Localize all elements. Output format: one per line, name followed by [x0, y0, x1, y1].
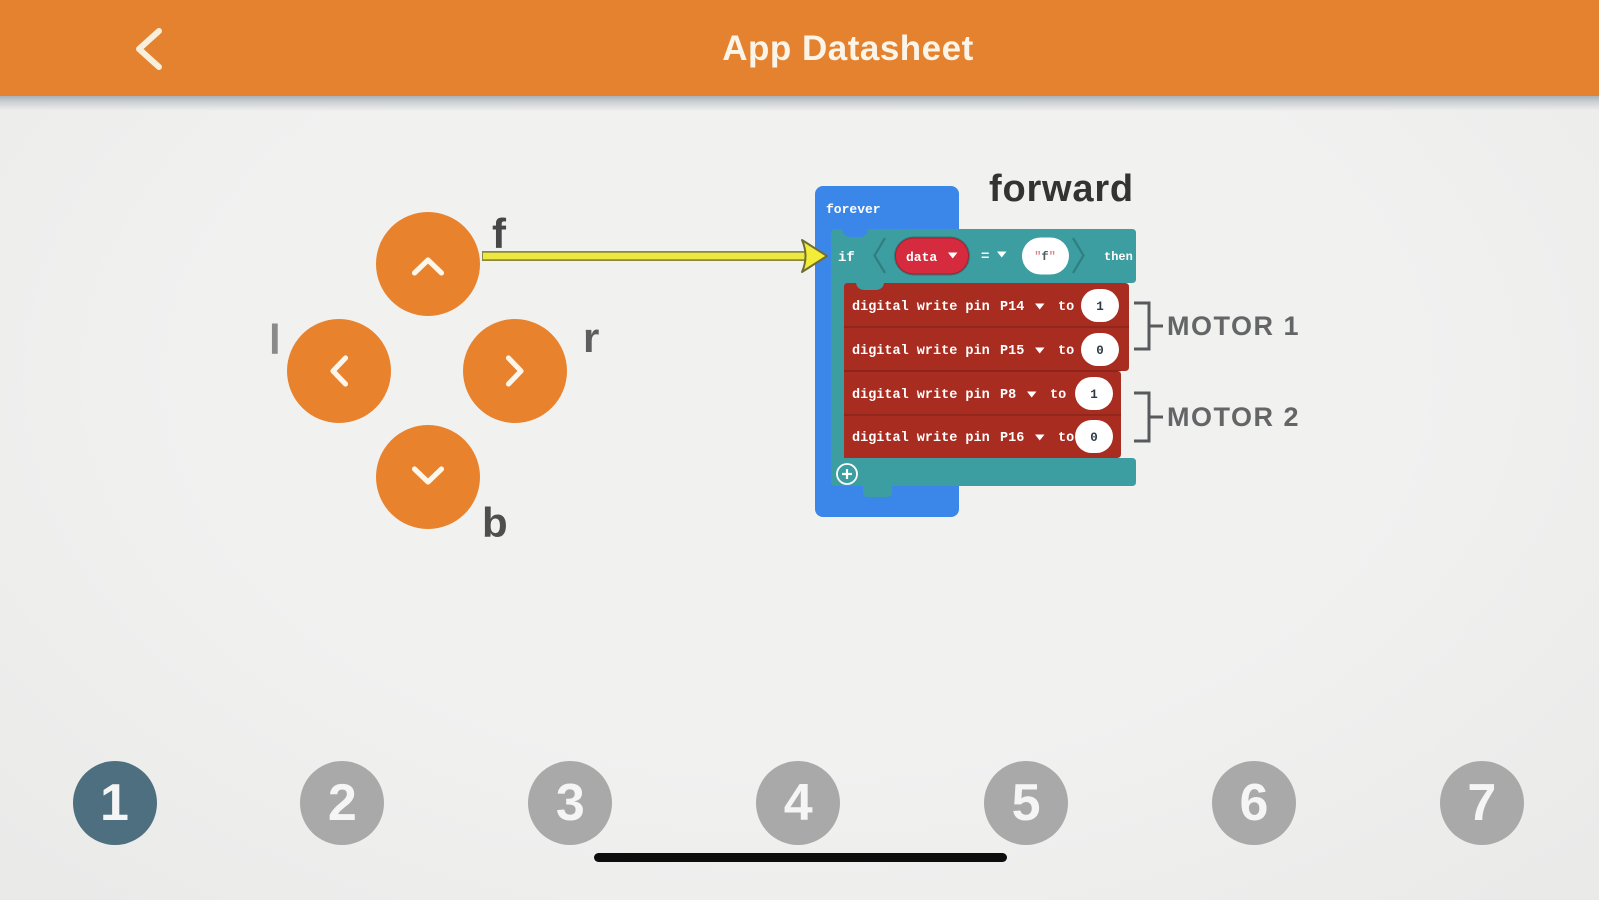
svg-text:0: 0 — [1096, 344, 1104, 358]
svg-text:0: 0 — [1090, 431, 1098, 445]
svg-text:to: to — [1058, 300, 1074, 315]
svg-text:to: to — [1050, 388, 1066, 403]
svg-text:"f": "f" — [1034, 250, 1056, 264]
svg-text:then: then — [1104, 250, 1133, 264]
svg-text:digital write pin: digital write pin — [852, 300, 990, 315]
svg-text:1: 1 — [1096, 300, 1104, 314]
svg-text:digital write pin: digital write pin — [852, 344, 990, 359]
svg-text:data: data — [906, 250, 937, 265]
svg-text:1: 1 — [1090, 388, 1098, 402]
svg-text:P8: P8 — [1000, 388, 1016, 403]
svg-text:to: to — [1058, 344, 1074, 359]
svg-text:digital write pin: digital write pin — [852, 431, 990, 446]
svg-text:=: = — [981, 249, 989, 265]
svg-text:P15: P15 — [1000, 344, 1024, 359]
svg-text:to: to — [1058, 431, 1074, 446]
svg-text:digital write pin: digital write pin — [852, 388, 990, 403]
svg-text:forever: forever — [826, 202, 881, 217]
svg-text:if: if — [838, 250, 855, 266]
svg-text:P16: P16 — [1000, 431, 1024, 446]
svg-text:P14: P14 — [1000, 300, 1024, 315]
